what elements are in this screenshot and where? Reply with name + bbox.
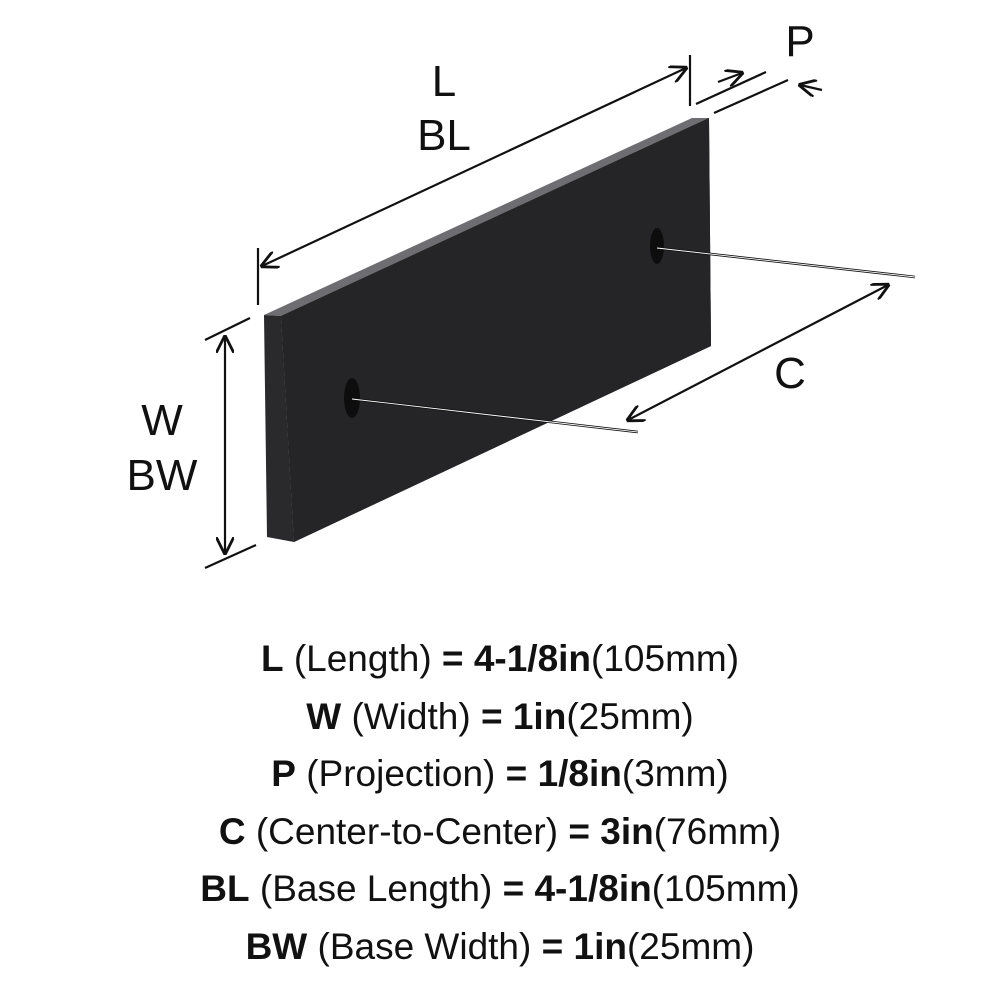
label-base-length: BL — [417, 111, 471, 160]
spec-code: BL — [200, 868, 250, 909]
spec-value: 4-1/8in — [534, 868, 652, 909]
spec-name: (Base Width) — [317, 925, 532, 967]
spec-metric: (25mm) — [626, 925, 755, 967]
spec-metric: (105mm) — [651, 868, 800, 909]
spec-metric: (76mm) — [653, 810, 782, 852]
spec-value: 1/8in — [537, 753, 622, 794]
spec-row-base-length: BL (Base Length) = 4-1/8in(105mm) — [0, 860, 1000, 918]
spec-name: (Center-to-Center) — [255, 810, 559, 852]
width-dimension: W BW — [127, 317, 257, 570]
spec-value: 3in — [600, 810, 654, 852]
projection-dimension: P — [695, 17, 823, 115]
spec-row-projection: P (Projection) = 1/8in(3mm) — [0, 745, 1000, 803]
spec-row-width: W (Width) = 1in(25mm) — [0, 688, 1000, 746]
spec-value: 1in — [512, 695, 567, 737]
label-base-width: BW — [127, 451, 198, 500]
spec-name: (Base Length) — [259, 868, 493, 909]
spec-code: C — [218, 810, 246, 852]
spec-equals: = — [541, 925, 564, 967]
mounting-hole-left — [344, 378, 360, 418]
spec-name: (Projection) — [306, 753, 496, 794]
spec-code: W — [306, 695, 342, 737]
spec-code: L — [260, 638, 284, 679]
spec-metric: (25mm) — [566, 695, 694, 737]
spec-equals: = — [568, 810, 590, 852]
mounting-hole-right — [650, 228, 664, 264]
spec-list: L (Length) = 4-1/8in(105mm) W (Width) = … — [0, 630, 1000, 975]
length-dimension: L BL — [256, 55, 692, 305]
spec-code: BW — [245, 925, 308, 967]
label-center-to-center: C — [774, 349, 806, 398]
spec-metric: (3mm) — [621, 753, 729, 794]
plate-face — [264, 315, 294, 542]
spec-value: 1in — [573, 925, 627, 967]
spec-row-base-width: BW (Base Width) = 1in(25mm) — [0, 918, 1000, 976]
spec-row-length: L (Length) = 4-1/8in(105mm) — [0, 630, 1000, 688]
spec-name: (Width) — [351, 695, 471, 737]
spec-row-center-to-center: C (Center-to-Center) = 3in(76mm) — [0, 803, 1000, 861]
spec-code: P — [271, 753, 296, 794]
spec-metric: (105mm) — [591, 638, 740, 679]
label-projection: P — [785, 17, 814, 66]
center-to-center-dimension: C — [351, 246, 916, 434]
spec-equals: = — [480, 695, 503, 737]
plate-front — [281, 118, 711, 542]
spec-name: (Length) — [293, 638, 432, 679]
spec-equals: = — [441, 638, 464, 679]
spec-equals: = — [502, 868, 525, 909]
spec-equals: = — [505, 753, 528, 794]
label-width: W — [141, 396, 183, 445]
dimension-diagram: L BL P W BW C — [127, 17, 916, 570]
label-length: L — [432, 57, 456, 106]
spec-value: 4-1/8in — [473, 638, 592, 679]
backplate — [264, 118, 711, 542]
